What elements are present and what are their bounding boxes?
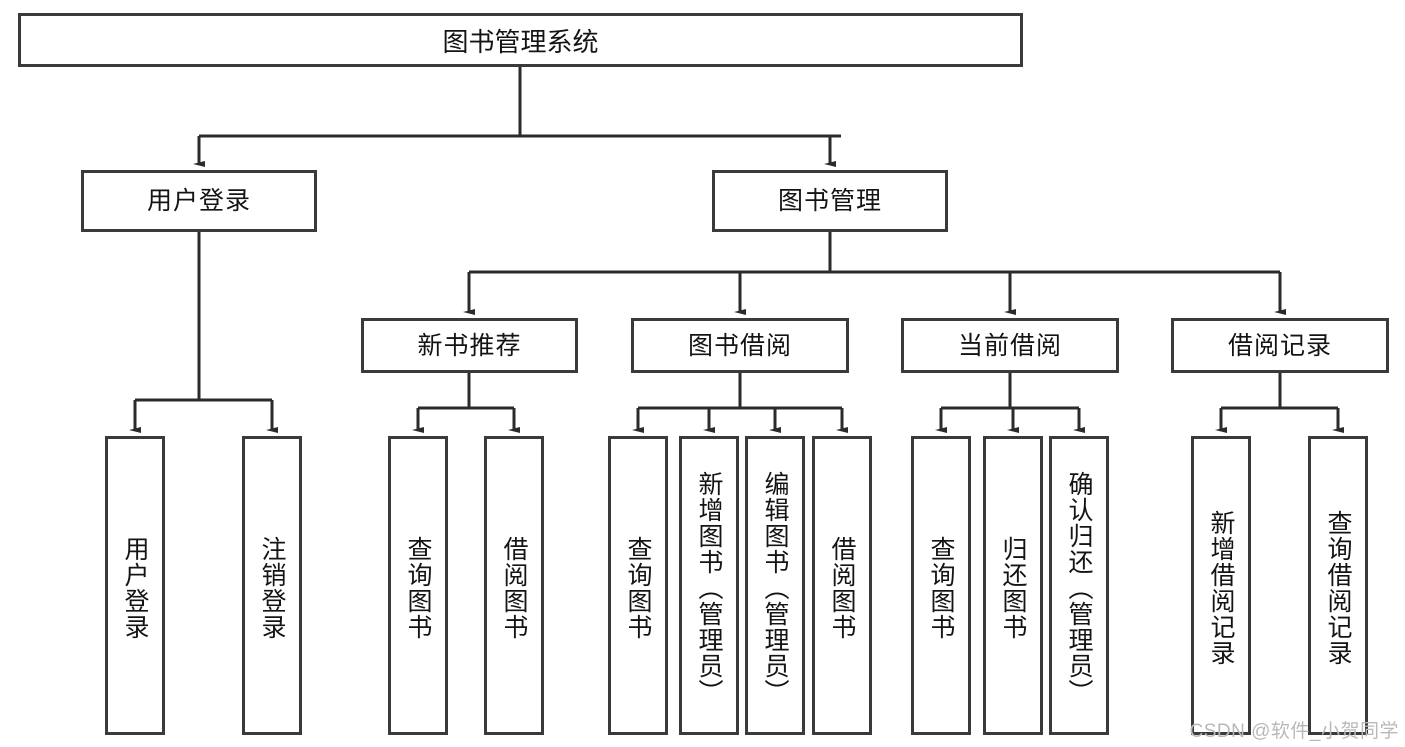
node-leaf-query-record[interactable]: 查询借阅记录 — [1308, 436, 1368, 735]
node-leaf-return-book[interactable]: 归还图书 — [983, 436, 1043, 735]
node-leaf-logout[interactable]: 注销登录 — [242, 436, 302, 735]
node-leaf-logout-label: 注销登录 — [258, 535, 286, 640]
node-leaf-query-book-1-label: 查询图书 — [404, 535, 432, 640]
node-borrow-record[interactable]: 借阅记录 — [1171, 318, 1389, 373]
node-leaf-confirm-return-admin[interactable]: 确认归还（管理员） — [1049, 436, 1109, 735]
node-leaf-add-book-admin[interactable]: 新增图书（管理员） — [679, 436, 739, 735]
node-borrow-record-label: 借阅记录 — [1227, 331, 1332, 360]
node-new-book-recommend[interactable]: 新书推荐 — [361, 318, 578, 373]
node-leaf-query-book-2[interactable]: 查询图书 — [608, 436, 668, 735]
node-leaf-query-record-label: 查询借阅记录 — [1324, 509, 1352, 666]
node-book-borrow[interactable]: 图书借阅 — [631, 318, 849, 373]
node-root[interactable]: 图书管理系统 — [18, 13, 1023, 67]
node-leaf-add-record-label: 新增借阅记录 — [1207, 509, 1235, 666]
node-new-book-recommend-label: 新书推荐 — [417, 331, 522, 360]
node-leaf-edit-book-admin-label: 编辑图书（管理员） — [761, 470, 789, 705]
node-leaf-borrow-book-2-label: 借阅图书 — [828, 535, 856, 640]
node-leaf-user-login-label: 用户登录 — [121, 535, 149, 640]
node-book-management[interactable]: 图书管理 — [712, 170, 948, 232]
node-leaf-query-book-3[interactable]: 查询图书 — [911, 436, 971, 735]
node-leaf-query-book-3-label: 查询图书 — [927, 535, 955, 640]
node-book-management-label: 图书管理 — [777, 187, 882, 215]
node-leaf-return-book-label: 归还图书 — [999, 535, 1027, 640]
node-leaf-user-login[interactable]: 用户登录 — [105, 436, 165, 735]
node-leaf-confirm-return-admin-label: 确认归还（管理员） — [1065, 470, 1093, 705]
node-leaf-borrow-book-1-label: 借阅图书 — [500, 535, 528, 640]
node-current-borrow[interactable]: 当前借阅 — [901, 318, 1119, 373]
node-leaf-query-book-1[interactable]: 查询图书 — [388, 436, 448, 735]
node-root-label: 图书管理系统 — [442, 26, 599, 57]
csdn-watermark: CSDN @软件_小贺同学 — [1189, 721, 1399, 742]
node-book-borrow-label: 图书借阅 — [687, 331, 792, 360]
node-leaf-borrow-book-1[interactable]: 借阅图书 — [484, 436, 544, 735]
node-leaf-add-book-admin-label: 新增图书（管理员） — [695, 470, 723, 705]
node-user-login-label: 用户登录 — [146, 187, 251, 215]
node-user-login[interactable]: 用户登录 — [81, 170, 317, 232]
node-leaf-edit-book-admin[interactable]: 编辑图书（管理员） — [745, 436, 805, 735]
node-leaf-add-record[interactable]: 新增借阅记录 — [1191, 436, 1251, 735]
node-leaf-query-book-2-label: 查询图书 — [624, 535, 652, 640]
node-leaf-borrow-book-2[interactable]: 借阅图书 — [812, 436, 872, 735]
node-current-borrow-label: 当前借阅 — [957, 331, 1062, 360]
